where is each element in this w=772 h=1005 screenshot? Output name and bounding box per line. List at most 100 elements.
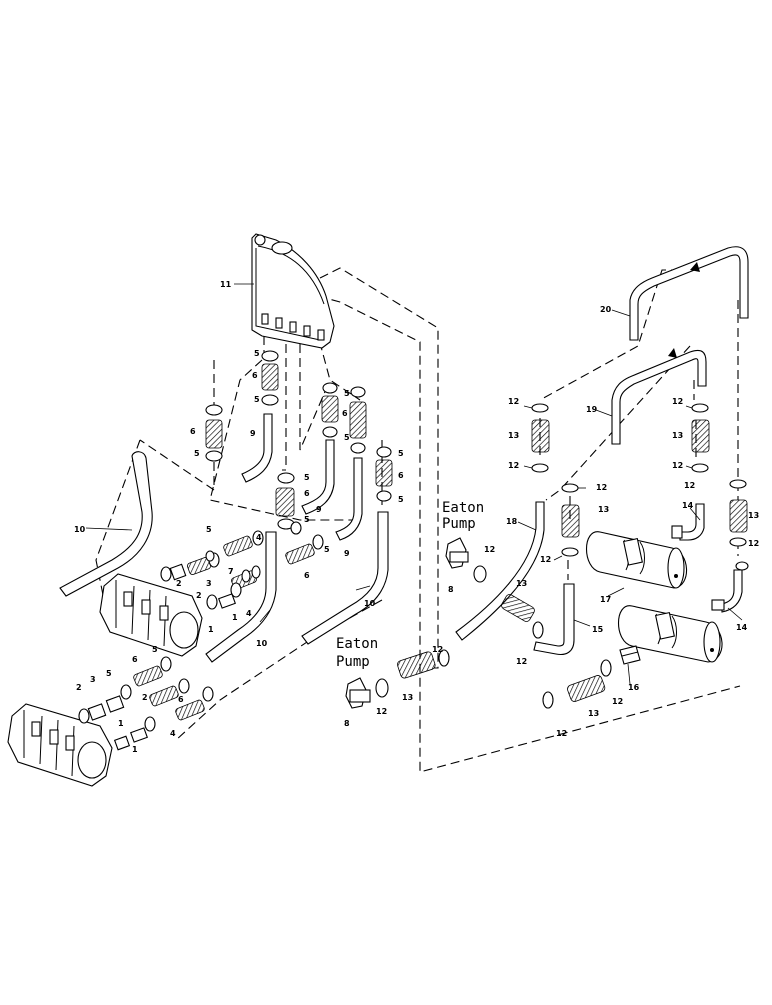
filter-canister-upper	[586, 531, 688, 589]
callout-19: 19	[586, 405, 598, 414]
callout-1-c: 1	[132, 745, 138, 754]
callout-6-b: 6	[190, 427, 196, 436]
oring-12-f	[375, 678, 389, 698]
fittings-chain-upper	[160, 521, 324, 610]
callout-6-e: 6	[304, 489, 310, 498]
callout-4-b: 4	[246, 609, 252, 618]
callout-16: 16	[628, 683, 640, 692]
filter-head-manifold	[251, 233, 335, 349]
eaton-pump-heading-upper-line1: Eaton	[442, 500, 484, 516]
tube-10-right	[301, 511, 389, 645]
elbow-14-left	[671, 503, 705, 541]
callout-6-g: 6	[132, 655, 138, 664]
callout-5-l: 5	[152, 645, 158, 654]
callout-10-right: 10	[364, 599, 376, 608]
oring-12-c	[542, 691, 554, 709]
callout-4-c: 4	[170, 729, 176, 738]
oring-12-b	[600, 659, 612, 677]
callout-5-h: 5	[304, 473, 310, 482]
hose-13-d	[397, 651, 436, 679]
pump-fitting-upper	[445, 537, 487, 583]
callout-13-a: 13	[508, 431, 519, 440]
callout-2-a: 2	[196, 591, 202, 600]
gear-pump-upper	[99, 573, 203, 657]
callout-13-g: 13	[748, 511, 759, 520]
callout-14-left: 14	[682, 501, 694, 510]
callout-5-f: 5	[398, 449, 404, 458]
hose-13-b	[567, 675, 606, 702]
callout-6-d: 6	[398, 471, 404, 480]
callout-9-b: 9	[316, 505, 322, 514]
callout-5-i: 5	[304, 515, 310, 524]
elbow-14-right	[711, 561, 749, 613]
callout-3-b: 3	[90, 675, 96, 684]
callout-numbers: 11 20 19 10 10 10 18 15 14 14 17 16 8 8 …	[74, 280, 759, 754]
callout-5-c: 5	[194, 449, 200, 458]
callout-13-e: 13	[402, 693, 413, 702]
tube-9-b	[301, 439, 335, 515]
hose-13-c	[501, 594, 535, 622]
callout-5-m: 5	[106, 669, 112, 678]
callout-12-h: 12	[516, 657, 527, 666]
callout-13-b: 13	[672, 431, 683, 440]
callout-4-a: 4	[256, 533, 262, 542]
callout-6-c: 6	[342, 409, 348, 418]
tube-10-center	[205, 531, 277, 663]
callout-6-a: 6	[252, 371, 258, 380]
stack-right-5-6	[375, 446, 393, 502]
routing-dashed-lines	[95, 267, 741, 773]
tube-9-a	[241, 413, 273, 483]
stack-mid-5-6	[321, 382, 367, 454]
callout-9-c: 9	[344, 549, 350, 558]
callout-20: 20	[600, 305, 612, 314]
callout-8-upper: 8	[448, 585, 454, 594]
tube-20	[629, 246, 749, 341]
callout-6-f: 6	[304, 571, 310, 580]
callout-5-a: 5	[254, 349, 260, 358]
callout-1-a: 1	[232, 613, 238, 622]
callout-10-left: 10	[74, 525, 86, 534]
callout-12-f: 12	[540, 555, 551, 564]
callout-10-center: 10	[256, 639, 268, 648]
filter-head-ports	[261, 313, 325, 341]
leader-lines	[85, 283, 743, 685]
callout-12-l: 12	[556, 729, 567, 738]
callout-2-c: 2	[76, 683, 82, 692]
callout-12-c: 12	[672, 397, 683, 406]
stack-top-5-6	[261, 350, 279, 406]
callout-12-e: 12	[596, 483, 607, 492]
callout-13-d: 13	[516, 579, 527, 588]
tube-19	[611, 348, 707, 445]
callout-12-k: 12	[612, 697, 623, 706]
callout-7-a: 7	[228, 567, 234, 576]
fittings-chain-lower	[78, 656, 214, 751]
callout-12-b: 12	[508, 461, 519, 470]
callout-5-d: 5	[344, 389, 350, 398]
callout-14-right: 14	[736, 623, 748, 632]
oring-12-e	[438, 649, 450, 667]
callout-6-h: 6	[178, 695, 184, 704]
callout-1-b: 1	[208, 625, 214, 634]
callout-18: 18	[506, 517, 518, 526]
tube-10-left	[59, 451, 153, 597]
filter-canister-lower	[618, 605, 723, 663]
column-right-12-13	[691, 403, 710, 473]
callout-13-c: 13	[598, 505, 609, 514]
callout-2-b: 2	[176, 579, 182, 588]
callout-15: 15	[592, 625, 604, 634]
callout-11: 11	[220, 280, 232, 289]
callout-5-b: 5	[254, 395, 260, 404]
eaton-pump-heading-lower-line2: Pump	[336, 654, 370, 670]
fitting-16	[619, 645, 641, 665]
eaton-pump-heading-lower-line1: Eaton	[336, 636, 378, 652]
gear-pump-lower	[7, 703, 113, 787]
callout-8-lower: 8	[344, 719, 350, 728]
callout-12-a: 12	[508, 397, 519, 406]
oring-12-d	[532, 621, 544, 639]
callout-12-j: 12	[376, 707, 387, 716]
callout-5-k: 5	[324, 545, 330, 554]
callout-5-j: 5	[206, 525, 212, 534]
callout-5-g: 5	[398, 495, 404, 504]
